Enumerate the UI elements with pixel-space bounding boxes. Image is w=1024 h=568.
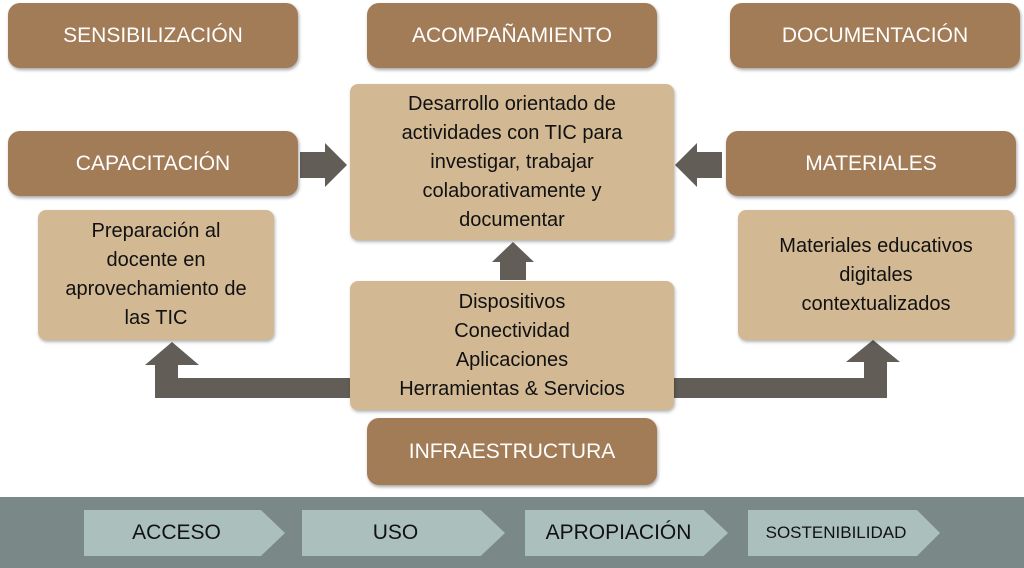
stages-bar: ACCESO USO APROPIACIÓN SOSTENIBILIDAD [0, 497, 1024, 568]
infra-items-box: Dispositivos Conectividad Aplicaciones H… [350, 281, 674, 410]
documentacion-box: DOCUMENTACIÓN [730, 3, 1020, 68]
preparacion-box: Preparación al docente en aprovechamient… [38, 210, 274, 340]
arrow-right-icon [300, 143, 347, 187]
arrow-right-up-icon [674, 340, 900, 398]
center-activity-box: Desarrollo orientado de actividades con … [350, 84, 674, 240]
capacitacion-box: CAPACITACIÓN [8, 131, 298, 196]
arrow-left-up-icon [145, 342, 350, 398]
sensibilizacion-box: SENSIBILIZACIÓN [8, 3, 298, 68]
stage-apropiacion: APROPIACIÓN [525, 510, 728, 556]
stage-acceso: ACCESO [84, 510, 285, 556]
arrow-left-icon [675, 143, 722, 187]
materiales-box: MATERIALES [726, 131, 1016, 196]
infraestructura-box: INFRAESTRUCTURA [367, 418, 657, 485]
materiales-desc-box: Materiales educativos digitales contextu… [738, 210, 1014, 340]
stage-uso: USO [302, 510, 505, 556]
acompanamiento-box: ACOMPAÑAMIENTO [367, 3, 657, 68]
arrow-up-icon [492, 242, 534, 280]
stage-sostenibilidad: SOSTENIBILIDAD [748, 510, 940, 556]
